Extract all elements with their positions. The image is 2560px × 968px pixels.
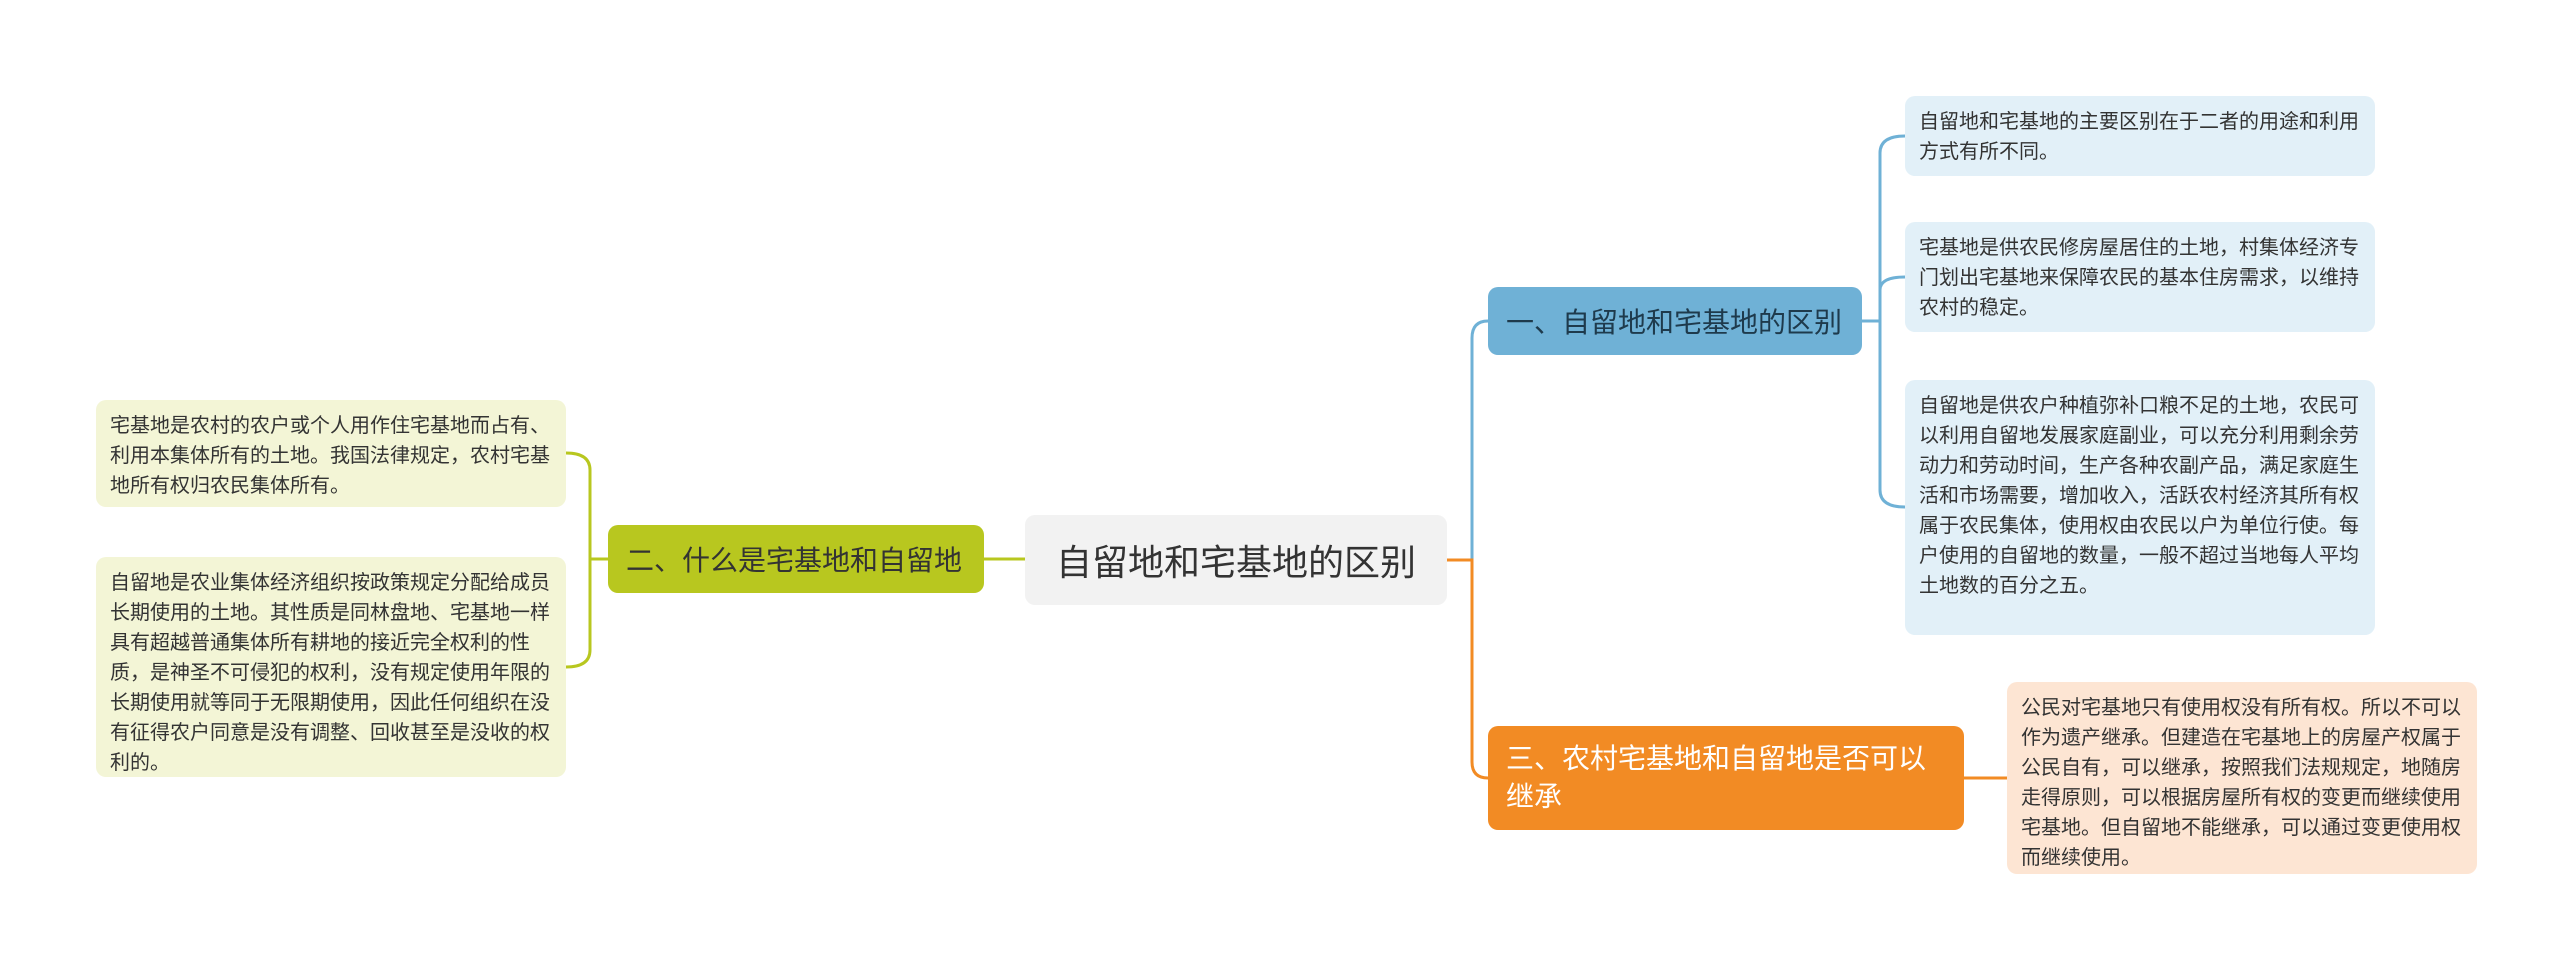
branch-three-title: 三、农村宅基地和自留地是否可以继承 (1506, 742, 1927, 813)
branch-three-leaf-1[interactable]: 公民对宅基地只有使用权没有所有权。所以不可以作为遗产继承。但建造在宅基地上的房屋… (2007, 682, 2477, 874)
root-node[interactable]: 自留地和宅基地的区别 (1025, 515, 1447, 605)
branch-two-leaf-1[interactable]: 宅基地是农村的农户或个人用作住宅基地而占有、利用本集体所有的土地。我国法律规定，… (96, 400, 566, 507)
leaf-text: 公民对宅基地只有使用权没有所有权。所以不可以作为遗产继承。但建造在宅基地上的房屋… (2021, 695, 2461, 869)
leaf-text: 宅基地是农村的农户或个人用作住宅基地而占有、利用本集体所有的土地。我国法律规定，… (110, 413, 550, 497)
branch-two-leaf-2[interactable]: 自留地是农业集体经济组织按政策规定分配给成员长期使用的土地。其性质是同林盘地、宅… (96, 557, 566, 777)
leaf-text: 自留地和宅基地的主要区别在于二者的用途和利用方式有所不同。 (1919, 109, 2359, 163)
branch-one-title: 一、自留地和宅基地的区别 (1506, 306, 1843, 339)
branch-one-leaf-1[interactable]: 自留地和宅基地的主要区别在于二者的用途和利用方式有所不同。 (1905, 96, 2375, 176)
leaf-text: 自留地是农业集体经济组织按政策规定分配给成员长期使用的土地。其性质是同林盘地、宅… (110, 570, 550, 774)
link-branch-two-leaf-2 (565, 557, 608, 669)
link-root-branch-one (1447, 319, 1489, 562)
branch-one-leaf-3[interactable]: 自留地是供农户种植弥补口粮不足的土地，农民可以利用自留地发展家庭副业，可以充分利… (1905, 380, 2375, 635)
link-branch-one-leaf-1 (1862, 134, 1906, 323)
link-branch-one-leaf-2 (1862, 275, 1906, 323)
link-root-branch-three (1447, 558, 1489, 780)
link-branch-one-leaf-3 (1862, 319, 1906, 509)
branch-two-title: 二、什么是宅基地和自留地 (626, 544, 963, 577)
branch-two-node[interactable]: 二、什么是宅基地和自留地 (608, 525, 984, 593)
branch-one-leaf-2[interactable]: 宅基地是供农民修房屋居住的土地，村集体经济专门划出宅基地来保障农民的基本住房需求… (1905, 222, 2375, 332)
root-title: 自留地和宅基地的区别 (1055, 543, 1416, 584)
leaf-text: 自留地是供农户种植弥补口粮不足的土地，农民可以利用自留地发展家庭副业，可以充分利… (1919, 393, 2359, 597)
leaf-text: 宅基地是供农民修房屋居住的土地，村集体经济专门划出宅基地来保障农民的基本住房需求… (1919, 235, 2359, 319)
branch-three-node[interactable]: 三、农村宅基地和自留地是否可以继承 (1488, 726, 1964, 830)
link-branch-two-leaf-1 (565, 451, 608, 561)
branch-one-node[interactable]: 一、自留地和宅基地的区别 (1488, 287, 1862, 355)
